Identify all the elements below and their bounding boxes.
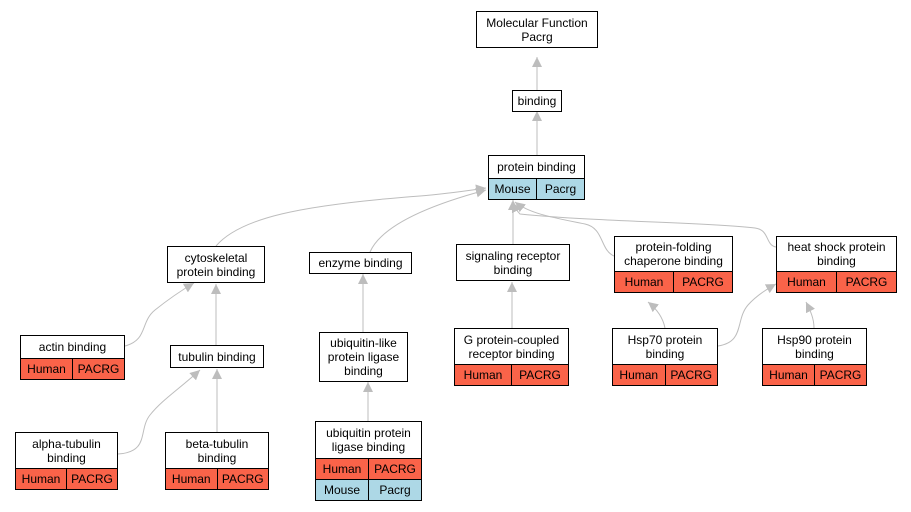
species-cell: Human <box>166 469 217 489</box>
node-protein-binding: protein binding Mouse Pacrg <box>488 155 585 200</box>
gene-cell: Pacrg <box>536 179 584 199</box>
node-title: cytoskeletal protein binding <box>176 250 256 279</box>
node-title: protein binding <box>497 160 576 174</box>
annotation-row: Human PACRG <box>16 468 117 489</box>
edge-enzyme-to-protein-binding <box>369 187 487 253</box>
gene-cell: PACRG <box>216 469 268 489</box>
annotation-row: Human PACRG <box>166 468 268 489</box>
gene-cell: PACRG <box>511 365 568 385</box>
node-heat-shock-protein-binding: heat shock protein binding Human PACRG <box>776 236 897 293</box>
node-molecular-function: Molecular Function Pacrg <box>476 11 598 48</box>
node-title: ubiquitin protein ligase binding <box>326 426 411 454</box>
node-enzyme-binding: enzyme binding <box>309 252 412 274</box>
node-gpcr-binding: G protein-coupled receptor binding Human… <box>454 328 569 386</box>
node-ubiquitin-like-ligase-binding: ubiquitin-like protein ligase binding <box>319 332 408 382</box>
species-cell: Human <box>777 272 836 292</box>
node-title: actin binding <box>38 340 107 354</box>
annotation-row: Human PACRG <box>615 271 732 292</box>
edge-hsp-to-protein-binding <box>511 201 777 248</box>
node-title: Hsp70 protein binding <box>627 332 703 361</box>
edge-actin-to-cytoskeletal <box>124 282 195 347</box>
node-title: ubiquitin-like protein ligase binding <box>327 336 400 378</box>
node-chaperone-binding: protein-folding chaperone binding Human … <box>614 236 733 293</box>
edge-alpha-to-tubulin <box>117 369 201 455</box>
node-title: protein-folding chaperone binding <box>624 240 723 268</box>
annotation-row: Human PACRG <box>21 358 124 379</box>
annotation-row: Mouse Pacrg <box>316 479 421 500</box>
node-title: G protein-coupled receptor binding <box>463 332 560 361</box>
gene-cell: PACRG <box>368 459 421 479</box>
gene-cell: PACRG <box>664 365 717 385</box>
gene-cell: PACRG <box>66 469 117 489</box>
edge-cytoskeletal-to-protein-binding <box>215 184 487 247</box>
annotation-row: Human PACRG <box>777 271 896 292</box>
edge-chaperone-to-protein-binding <box>514 201 615 257</box>
node-title: enzyme binding <box>318 256 403 270</box>
node-title: Molecular Function Pacrg <box>486 15 588 44</box>
species-cell: Human <box>16 469 66 489</box>
node-actin-binding: actin binding Human PACRG <box>20 335 125 380</box>
node-hsp90-binding: Hsp90 protein binding Human PACRG <box>762 328 867 386</box>
node-alpha-tubulin-binding: alpha-tubulin binding Human PACRG <box>15 432 118 490</box>
node-title: signaling receptor binding <box>465 248 561 277</box>
species-cell: Human <box>21 359 72 379</box>
gene-cell: PACRG <box>836 272 896 292</box>
node-title: tubulin binding <box>178 349 256 364</box>
species-cell: Human <box>763 365 814 385</box>
edge-hsp90-to-hsp <box>805 301 815 329</box>
node-hsp70-binding: Hsp70 protein binding Human PACRG <box>612 328 718 386</box>
species-cell: Human <box>615 272 673 292</box>
species-cell: Human <box>455 365 511 385</box>
edge-hsp70-to-chaperone <box>647 301 666 329</box>
annotation-row: Human PACRG <box>316 458 421 479</box>
node-title: alpha-tubulin binding <box>32 436 101 465</box>
species-cell: Human <box>316 459 368 479</box>
node-binding: binding <box>512 90 562 112</box>
gene-cell: PACRG <box>673 272 732 292</box>
annotation-row: Human PACRG <box>613 364 717 385</box>
node-signaling-receptor-binding: signaling receptor binding <box>456 244 570 281</box>
node-tubulin-binding: tubulin binding <box>170 345 264 368</box>
gene-cell: PACRG <box>72 359 124 379</box>
annotation-row: Human PACRG <box>763 364 866 385</box>
gene-cell: PACRG <box>814 365 866 385</box>
node-cytoskeletal-protein-binding: cytoskeletal protein binding <box>167 246 265 283</box>
species-cell: Mouse <box>316 480 368 500</box>
node-beta-tubulin-binding: beta-tubulin binding Human PACRG <box>165 432 269 490</box>
edge-hsp70-to-hsp <box>717 283 777 347</box>
node-title: beta-tubulin binding <box>185 436 249 465</box>
annotation-row: Mouse Pacrg <box>489 178 584 199</box>
species-cell: Mouse <box>489 179 536 199</box>
node-ubiquitin-ligase-binding: ubiquitin protein ligase binding Human P… <box>315 421 422 501</box>
species-cell: Human <box>613 365 665 385</box>
annotation-row: Human PACRG <box>455 364 568 385</box>
node-title: Hsp90 protein binding <box>777 332 852 361</box>
gene-cell: Pacrg <box>368 480 421 500</box>
node-title: heat shock protein binding <box>787 240 886 268</box>
node-title: binding <box>517 94 557 108</box>
